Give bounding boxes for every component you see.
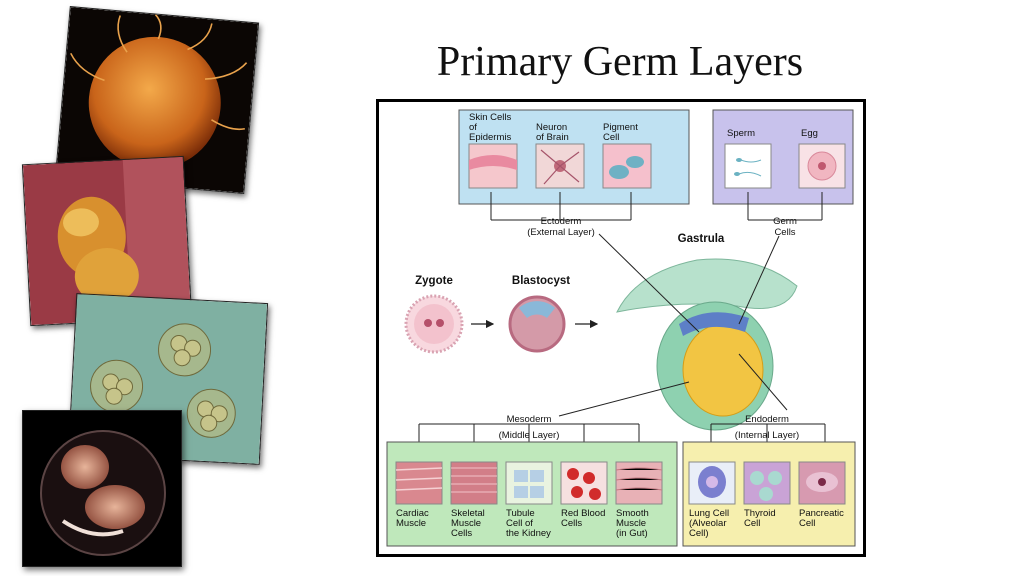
smooth-label-1: Smooth	[616, 508, 649, 519]
gastrula-label: Gastrula	[678, 233, 725, 245]
lung-label-1: Lung Cell	[689, 508, 729, 519]
thyroid-cell-image	[743, 461, 791, 505]
gastrula-image	[616, 258, 798, 431]
neuron-label-2: of Brain	[536, 132, 569, 143]
skin-cell-image	[468, 143, 518, 189]
pancreatic-label-2: Cell	[799, 518, 815, 529]
sperm-egg-photo	[54, 6, 260, 194]
endoderm-sublabel: (Internal Layer)	[735, 430, 799, 441]
skin-cells-label-3: Epidermis	[469, 132, 511, 143]
blastocyst-label: Blastocyst	[512, 275, 570, 287]
egg-image	[798, 143, 846, 189]
smooth-muscle-image	[615, 461, 663, 505]
germ-sublabel: Cells	[774, 227, 795, 238]
rbc-label-2: Cells	[561, 518, 582, 529]
neuron-image	[535, 143, 585, 189]
zygote-image	[404, 294, 464, 354]
ectoderm-sublabel: (External Layer)	[527, 227, 595, 238]
germ-label: Germ	[773, 216, 797, 227]
skeletal-label-3: Cells	[451, 528, 472, 539]
embryo-cells-photo	[21, 155, 193, 327]
endoderm-label: Endoderm	[745, 414, 789, 425]
mesoderm-label: Mesoderm	[507, 414, 552, 425]
cardiac-label-1: Cardiac	[396, 508, 429, 519]
red-blood-cells-image	[560, 461, 608, 505]
kidney-tubule-image	[505, 461, 553, 505]
pigment-label-1: Pigment	[603, 122, 638, 133]
germ-layer-diagram: Skin Cells of Epidermis Neuron of Brain …	[376, 99, 866, 557]
tubule-label-2: Cell of	[506, 518, 533, 529]
thyroid-label-1: Thyroid	[744, 508, 776, 519]
rbc-label-1: Red Blood	[561, 508, 605, 519]
skin-cells-label-1: Skin Cells	[469, 112, 511, 123]
skin-cells-label-2: of	[469, 122, 477, 133]
tubule-label-1: Tubule	[506, 508, 535, 519]
pancreatic-cell-image	[798, 461, 846, 505]
fetus-photo	[22, 410, 182, 567]
blastocyst-image	[508, 295, 566, 353]
thyroid-label-2: Cell	[744, 518, 760, 529]
pancreatic-label-1: Pancreatic	[799, 508, 844, 519]
lung-label-3: Cell)	[689, 528, 709, 539]
skeletal-muscle-image	[450, 461, 498, 505]
cardiac-label-2: Muscle	[396, 518, 426, 529]
mesoderm-sublabel: (Middle Layer)	[499, 430, 560, 441]
skeletal-label-1: Skeletal	[451, 508, 485, 519]
smooth-label-2: Muscle	[616, 518, 646, 529]
pigment-cell-image	[602, 143, 652, 189]
skeletal-label-2: Muscle	[451, 518, 481, 529]
tubule-label-3: the Kidney	[506, 528, 551, 539]
egg-label: Egg	[801, 128, 818, 139]
lung-cell-image	[688, 461, 736, 505]
pigment-label-2: Cell	[603, 132, 619, 143]
sperm-label: Sperm	[727, 128, 755, 139]
neuron-label-1: Neuron	[536, 122, 567, 133]
slide-title: Primary Germ Layers	[436, 39, 804, 85]
ectoderm-label: Ectoderm	[541, 216, 582, 227]
smooth-label-3: (in Gut)	[616, 528, 648, 539]
lung-label-2: (Alveolar	[689, 518, 727, 529]
cardiac-muscle-image	[395, 461, 443, 505]
zygote-label: Zygote	[415, 275, 453, 287]
sperm-image	[724, 143, 772, 189]
